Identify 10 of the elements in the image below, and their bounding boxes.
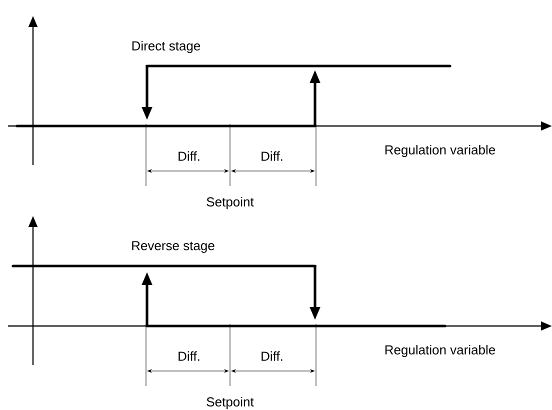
dimension-label: Diff. (178, 151, 200, 161)
axis-label: Regulation variable (385, 344, 496, 358)
setpoint-label: Setpoint (206, 196, 254, 210)
axis-label: Regulation variable (385, 144, 496, 158)
stage-label: Direct stage (132, 40, 200, 54)
dimension-label: Diff. (262, 151, 282, 161)
stage-label: Reverse stage (132, 241, 214, 253)
dimension-label: Diff. (262, 351, 282, 361)
dimension-label: Diff. (178, 351, 200, 361)
setpoint-label: Setpoint (206, 396, 254, 410)
